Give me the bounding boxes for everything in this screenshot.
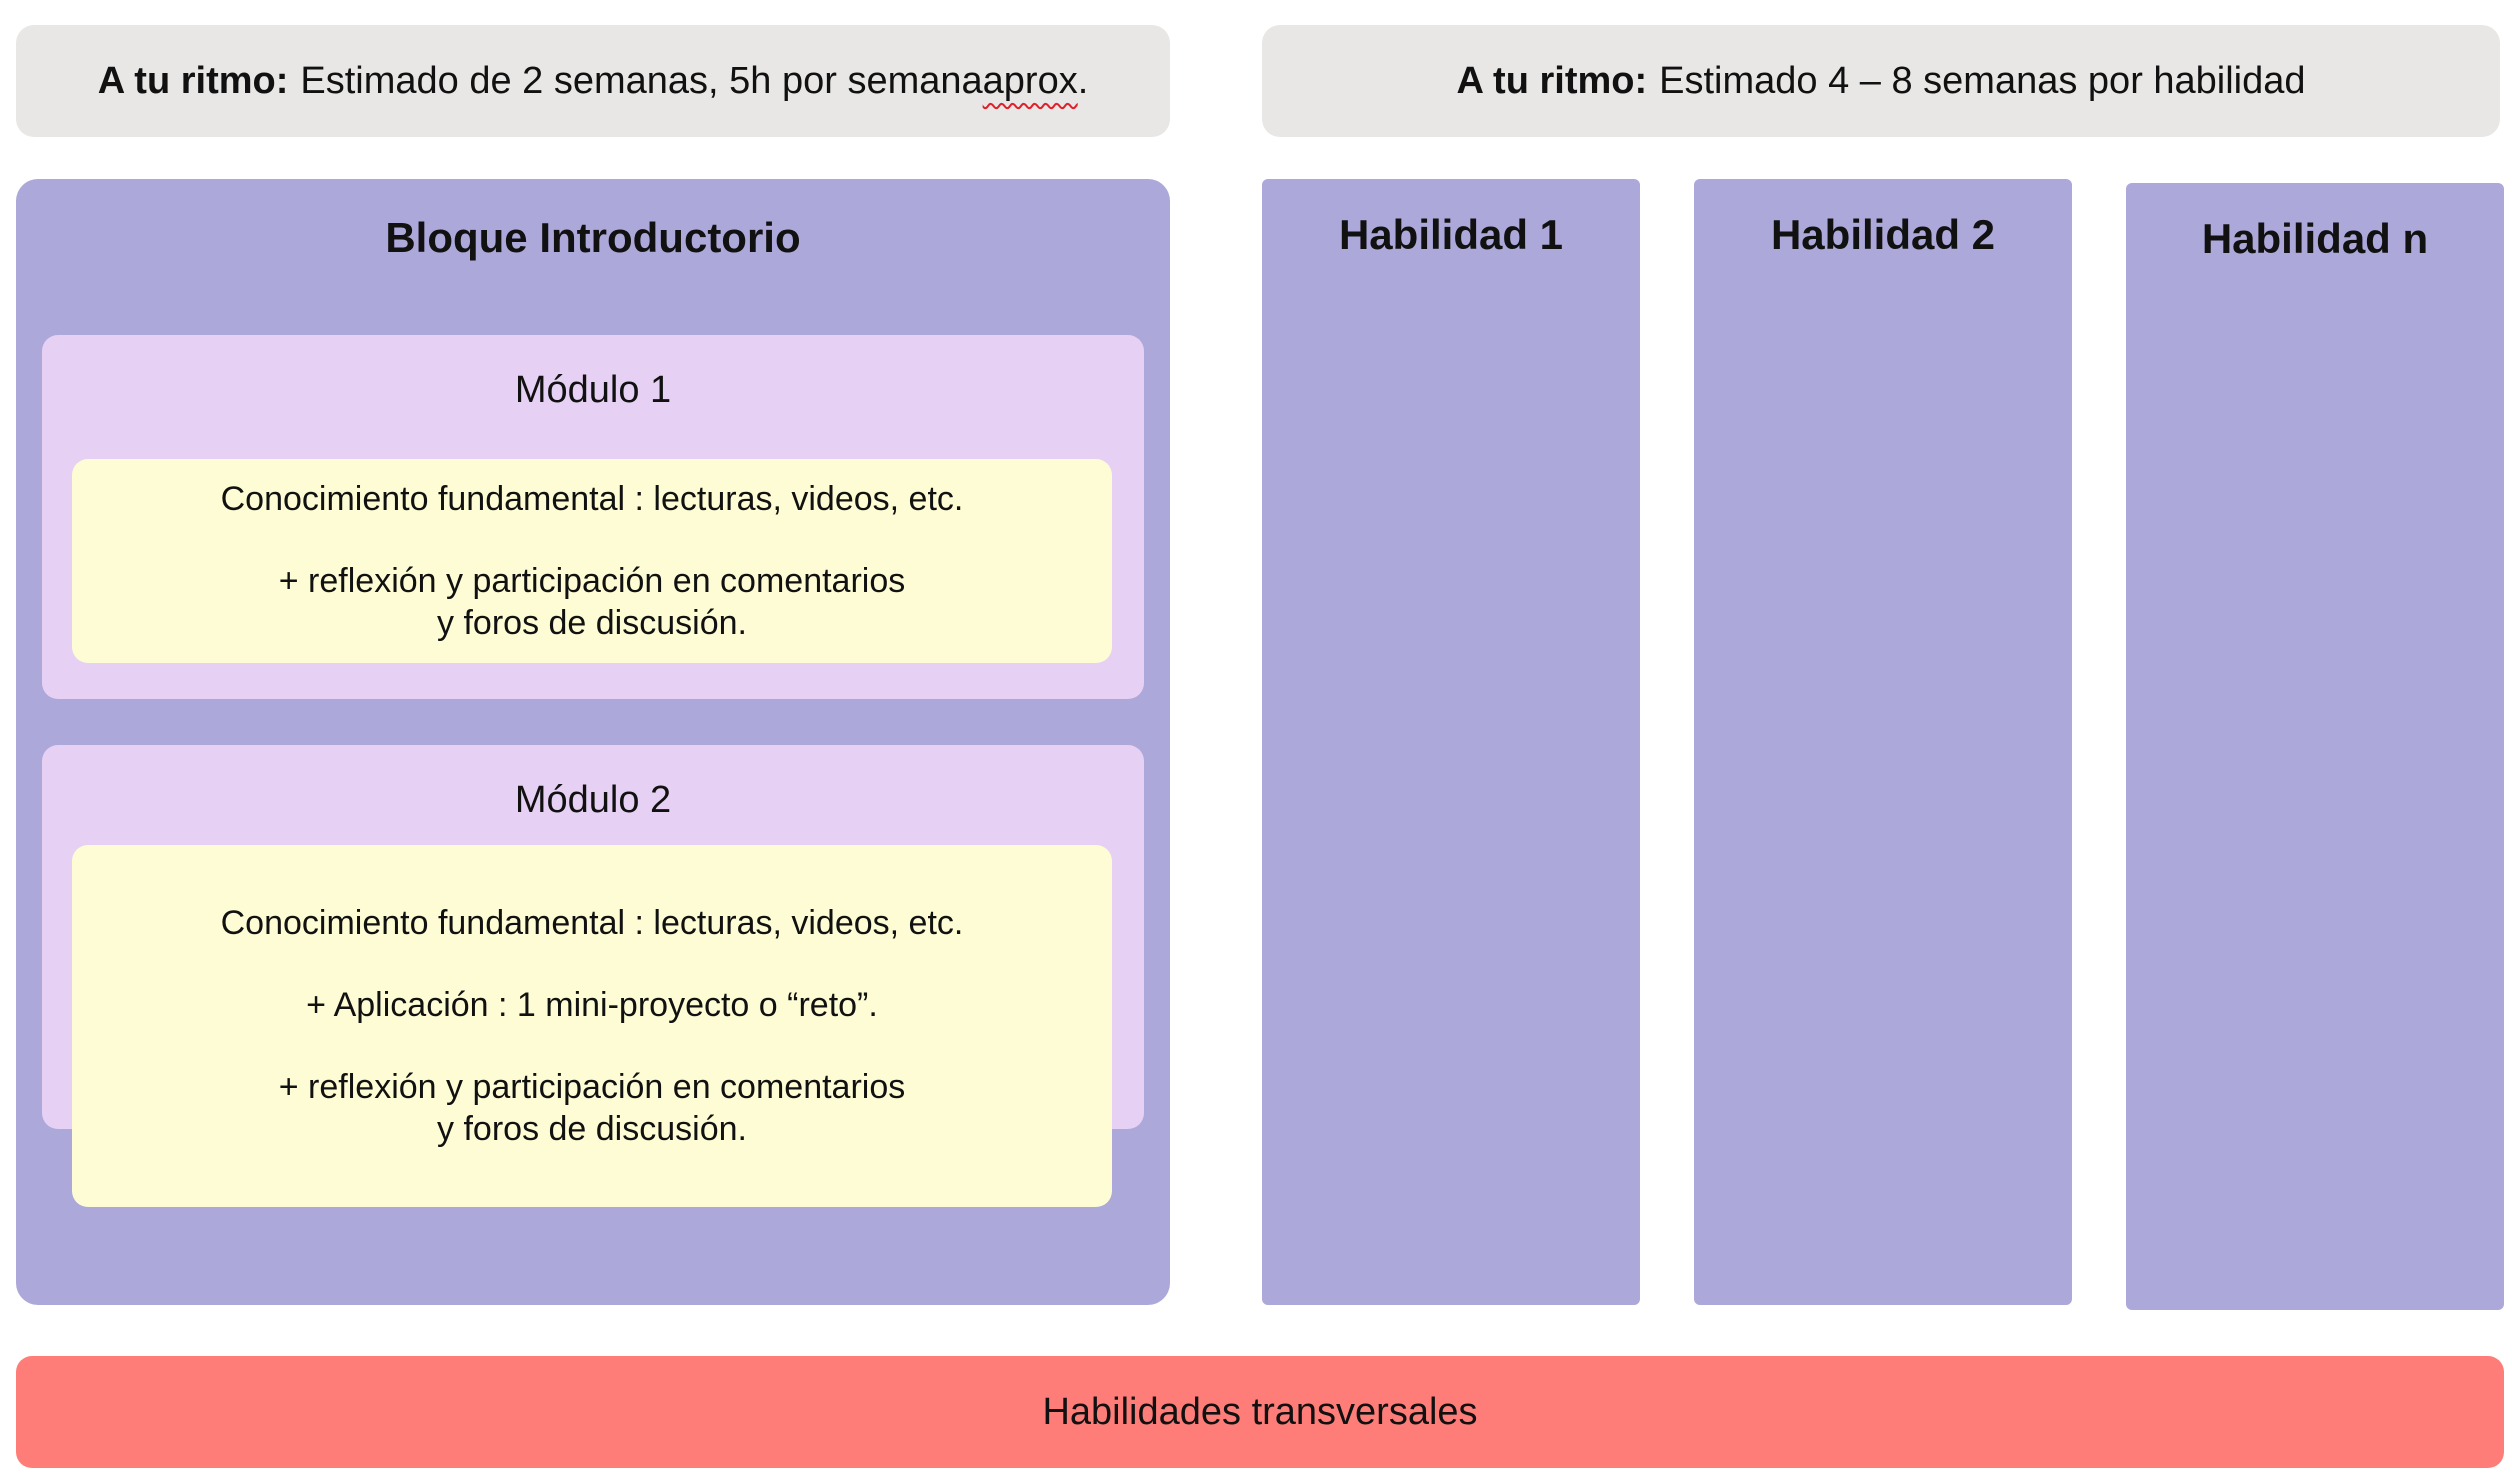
skill-title: Habilidad 2 xyxy=(1770,211,1996,258)
content-line: + Aplicación : 1 mini-proyecto o “reto”. xyxy=(306,986,878,1024)
content-line: y foros de discusión. xyxy=(437,604,747,642)
skill-column-1: Habilidad 1 xyxy=(1262,179,1640,1305)
module-title: Módulo 1 xyxy=(514,369,672,411)
skill-title: Habilidad n xyxy=(2201,215,2429,262)
intro-block: Bloque Introductorio Módulo 1 Conocimien… xyxy=(16,179,1170,1305)
transversal-label: Habilidades transversales xyxy=(1042,1390,1478,1433)
pace-label: A tu ritmo: xyxy=(97,59,289,102)
skill-column-2: Habilidad 2 xyxy=(1694,179,2072,1305)
module-2: Módulo 2 Conocimiento fundamental : lect… xyxy=(42,745,1144,1207)
transversal-skills-bar: Habilidades transversales xyxy=(16,1356,2504,1468)
pace-label: A tu ritmo: xyxy=(1456,59,1648,102)
content-line: Conocimiento fundamental : lecturas, vid… xyxy=(220,904,964,942)
content-line: y foros de discusión. xyxy=(437,1110,747,1148)
spellcheck-underlined-word: aprox xyxy=(982,59,1078,102)
pace-text: Estimado 4 – 8 semanas por habilidad xyxy=(1659,59,2306,102)
pace-text-tail: . xyxy=(1077,59,1089,102)
skill-column-n: Habilidad n xyxy=(2126,183,2504,1310)
skill-title: Habilidad 1 xyxy=(1338,211,1564,258)
pace-text: Estimado de 2 semanas, 5h por semana xyxy=(300,59,983,102)
module-content: Conocimiento fundamental : lecturas, vid… xyxy=(72,845,1112,1207)
pace-banner-skills: A tu ritmo: Estimado 4 – 8 semanas por h… xyxy=(1262,25,2500,137)
module-content: Conocimiento fundamental : lecturas, vid… xyxy=(72,459,1112,663)
content-line: + reflexión y participación en comentari… xyxy=(278,562,906,600)
content-line: + reflexión y participación en comentari… xyxy=(278,1068,906,1106)
module-title: Módulo 2 xyxy=(514,779,672,821)
content-line: Conocimiento fundamental : lecturas, vid… xyxy=(220,480,964,518)
pace-banner-intro: A tu ritmo: Estimado de 2 semanas, 5h po… xyxy=(16,25,1170,137)
intro-block-title: Bloque Introductorio xyxy=(385,214,801,261)
module-1: Módulo 1 Conocimiento fundamental : lect… xyxy=(42,335,1144,699)
